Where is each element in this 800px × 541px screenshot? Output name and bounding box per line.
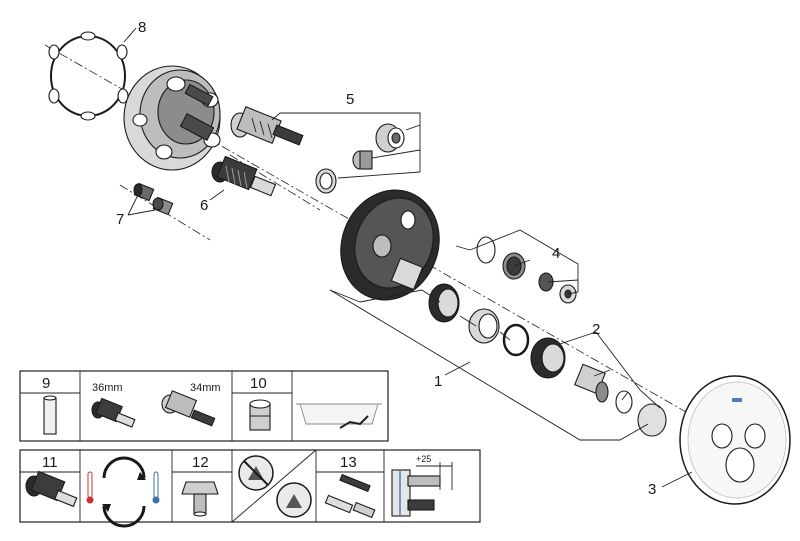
extension-dimension-drawing: [391, 462, 453, 517]
part-6-cartridge: [211, 155, 277, 197]
legend-12-adapter: [181, 481, 219, 517]
legend-dimension-plus25: +25: [416, 454, 431, 464]
legend-11-cartridge: [25, 470, 78, 508]
legend-size-34mm: 34mm: [190, 382, 221, 394]
legend-size-36mm: 36mm: [92, 382, 123, 394]
part-8-retaining-ring: [48, 27, 137, 121]
callout-1: 1: [434, 373, 442, 390]
callout-6: 6: [200, 197, 208, 214]
part-7-screws: [133, 182, 174, 216]
legend-10-nut: [249, 399, 271, 431]
callout-leaders: [127, 112, 693, 488]
callout-3: 3: [648, 481, 656, 498]
callout-4: 4: [552, 245, 560, 262]
legend-bottom-row: 11 12 13 +25: [19, 449, 481, 528]
part-2-parts: [530, 337, 667, 437]
legend-34mm-cartridge: [161, 390, 216, 427]
legend-13-extension-parts: [324, 473, 376, 519]
legend-bathtub: [296, 403, 382, 429]
part-5-cartridge: [230, 106, 304, 146]
part-3-trim-plate: [679, 375, 791, 505]
callout-5: 5: [346, 91, 354, 108]
part-4-parts: [476, 236, 577, 304]
grease-icon: [276, 482, 312, 518]
legend-label-12: 12: [192, 454, 209, 471]
legend-9-tube: [43, 395, 57, 435]
callout-2: 2: [592, 321, 600, 338]
legend-label-13: 13: [340, 454, 357, 471]
legend-label-11: 11: [42, 454, 58, 471]
valve-body: [123, 65, 221, 171]
callout-7: 7: [116, 211, 124, 228]
part-5-seal-parts: [315, 123, 405, 194]
legend-36mm-cartridge: [91, 397, 136, 428]
legend-label-9: 9: [42, 375, 50, 392]
legend-top-row: 9 10 36mm 34mm: [19, 370, 389, 442]
no-tool-icon: [238, 455, 274, 491]
thermostat-cycle-icon: [86, 456, 160, 528]
part-1-parts: [428, 283, 530, 357]
mounting-plate: [340, 189, 440, 301]
legend-label-10: 10: [250, 375, 267, 392]
callout-8: 8: [138, 19, 146, 36]
callout-numbers: 8 5 6 7 4 2 1 3: [116, 19, 656, 498]
